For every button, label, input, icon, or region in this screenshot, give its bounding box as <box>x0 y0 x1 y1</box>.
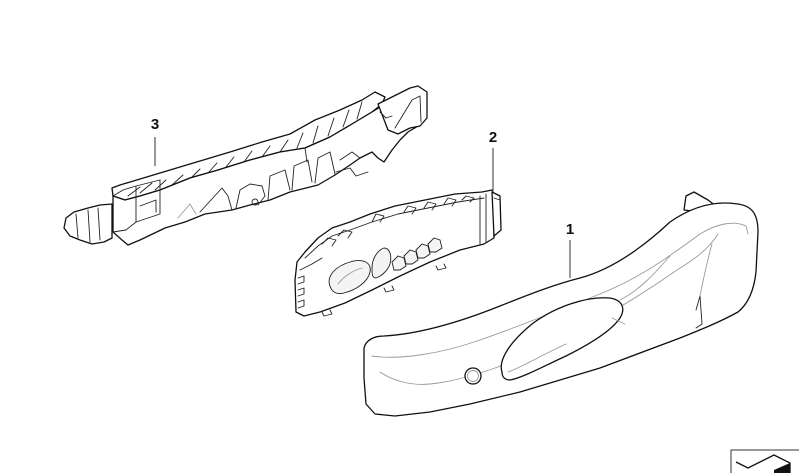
part-1-side-trim-panel[interactable] <box>363 191 759 417</box>
callout-label-3: 3 <box>150 116 160 133</box>
part-2-adjustment-switch[interactable] <box>294 189 502 317</box>
callout-label-1: 1 <box>565 221 575 238</box>
part-3-carrier-bracket[interactable] <box>63 85 428 246</box>
callout-label-2: 2 <box>488 129 498 146</box>
part-symbol-icon <box>730 449 799 473</box>
